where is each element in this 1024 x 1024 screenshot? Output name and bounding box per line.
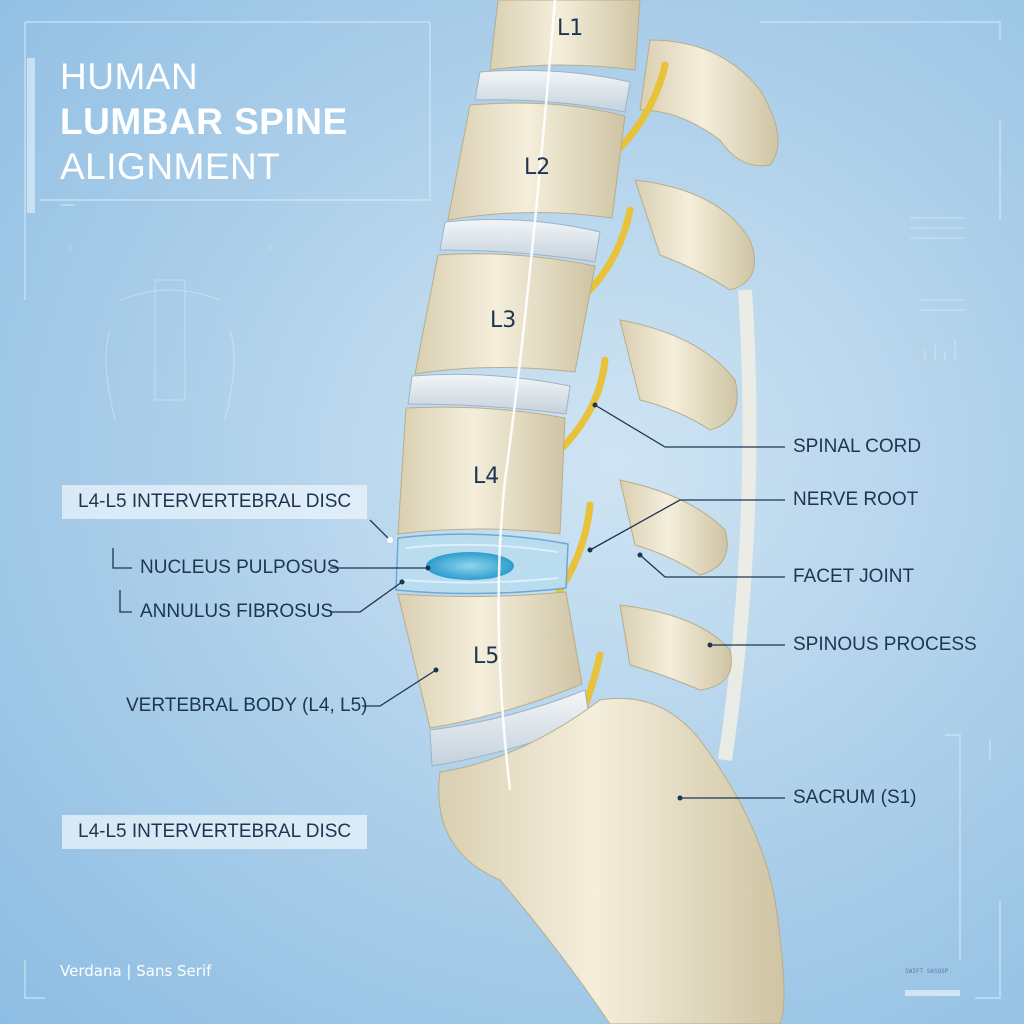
leader-annulus — [330, 581, 403, 613]
hud-frame — [24, 21, 1001, 999]
vertebra-l3 — [414, 253, 596, 375]
leader-facet-joint — [639, 554, 785, 578]
title-line-3: ALIGNMENT — [60, 146, 281, 187]
vertebral-bodies — [397, 0, 641, 729]
hud-bar — [27, 58, 35, 213]
vertebra-l2 — [447, 102, 626, 221]
vertebra-label-l1: L1 — [557, 16, 584, 41]
footer-micro-text: SWIFT SASOSP — [905, 968, 949, 975]
label-facet-joint: FACET JOINT — [793, 566, 915, 587]
alignment-line — [497, 0, 557, 791]
label-annulus-fibrosus: ANNULUS FIBROSUS — [140, 601, 334, 622]
vertebra-l4 — [397, 406, 566, 535]
leader-nerve-root — [589, 499, 785, 551]
body-sketch — [69, 245, 271, 421]
label-spinal-cord: SPINAL CORD — [793, 436, 922, 457]
vertebra-label-l2: L2 — [524, 155, 551, 180]
vertebra-l5 — [397, 591, 583, 729]
vertebra-l1 — [489, 0, 641, 71]
leader-spinal-cord — [594, 404, 785, 448]
bracket-top — [112, 548, 132, 569]
leader-lines — [112, 404, 785, 799]
label-nerve-root: NERVE ROOT — [793, 489, 919, 510]
disc-box-bottom: L4-L5 INTERVERTEBRAL DISC — [62, 815, 368, 849]
label-nucleus-pulposus: NUCLEUS PULPOSUS — [140, 557, 340, 578]
leader-dots — [399, 402, 713, 801]
nucleus-pulposus — [426, 552, 514, 580]
vertebra-label-l5: L5 — [473, 644, 500, 669]
discs — [407, 69, 631, 767]
diagram-title: HUMAN LUMBAR SPINE ALIGNMENT — [60, 54, 440, 189]
hud-footer-bar — [905, 990, 960, 996]
bracket-bottom — [119, 590, 132, 613]
l4-l5-disc — [395, 533, 569, 595]
hud-ticks — [910, 217, 965, 360]
vertebra-label-l4: L4 — [473, 464, 500, 489]
label-sacrum: SACRUM (S1) — [793, 787, 917, 808]
posterior-processes — [619, 39, 779, 691]
label-vertebral-body: VERTEBRAL BODY (L4, L5) — [126, 695, 368, 716]
leader-vertebral-body — [362, 669, 437, 707]
vertebra-label-l3: L3 — [490, 308, 517, 333]
leader-disc-box — [369, 519, 391, 541]
title-line-1: HUMAN — [60, 56, 199, 97]
ligament — [718, 289, 757, 762]
disc-marker-dot — [387, 537, 393, 543]
label-spinous-process: SPINOUS PROCESS — [793, 634, 977, 655]
title-line-2: LUMBAR SPINE — [60, 101, 348, 142]
sacrum — [438, 697, 785, 1024]
disc-box-top: L4-L5 INTERVERTEBRAL DISC — [62, 485, 368, 519]
footer-font-note: Verdana | Sans Serif — [60, 962, 212, 980]
